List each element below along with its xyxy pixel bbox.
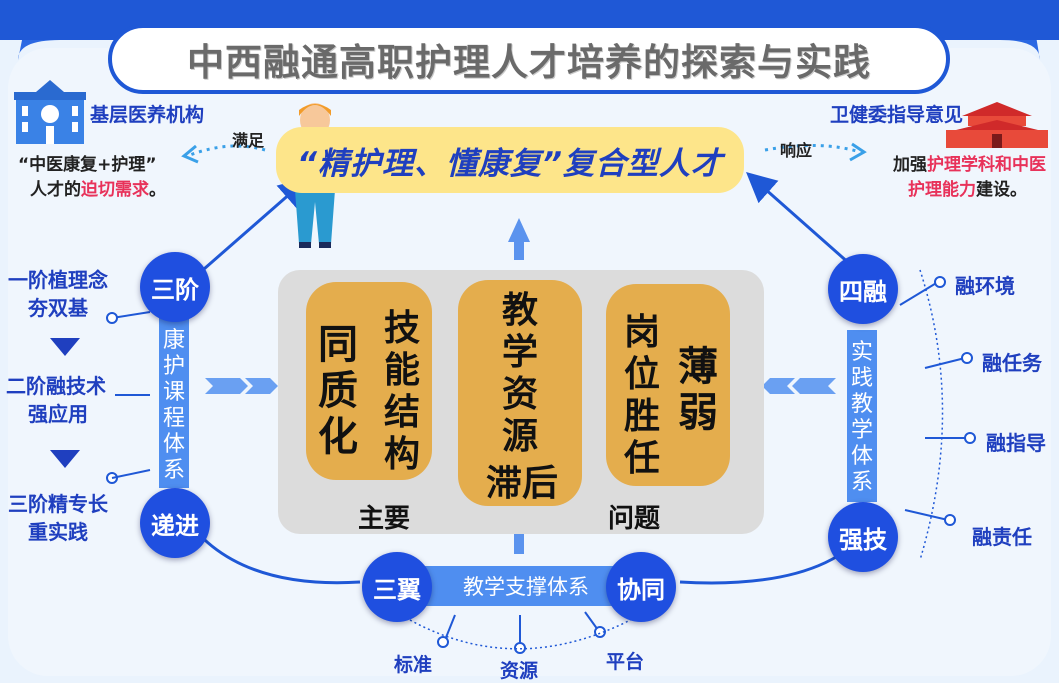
- right-item-guidance: 融指导: [986, 431, 1046, 455]
- support-system-bar: 教学支撑体系: [410, 566, 642, 606]
- tiananmen-icon: [946, 102, 1048, 148]
- strengthen-skills-circle: 强技: [828, 502, 898, 572]
- practice-system-bar: 实践教学体系: [847, 330, 877, 502]
- stage3-line-1: 三阶精专长: [8, 492, 108, 516]
- training-goal-banner: “精护理、懂康复”复合型人才: [276, 127, 744, 193]
- health-commission-label: 卫健委指导意见: [830, 104, 964, 126]
- need-line-1: “中医康复+护理”: [18, 155, 157, 175]
- stage3-line-2: 重实践: [28, 520, 88, 544]
- problem-skills-structure: 技能结构: [383, 308, 420, 475]
- problem-weak: 薄弱: [678, 344, 718, 436]
- main-label: 主要: [358, 504, 411, 534]
- progressive-circle: 递进: [140, 488, 210, 558]
- three-wings-circle: 三翼: [362, 552, 432, 622]
- collaboration-circle: 协同: [606, 552, 676, 622]
- bottom-item-standards: 标准: [394, 654, 433, 676]
- stage2-line-1: 二阶融技术: [6, 374, 106, 398]
- right-item-responsibility: 融责任: [972, 525, 1032, 549]
- stage2-line-2: 强应用: [28, 402, 88, 426]
- guidance-line-1: 加强护理学科和中医: [893, 155, 1046, 175]
- stage1-line-2: 夯双基: [28, 296, 88, 320]
- problem-homogenization: 同质化: [318, 322, 358, 460]
- title-banner: 中西融通高职护理人才培养的探索与实践: [108, 24, 950, 94]
- bottom-item-resources: 资源: [500, 660, 539, 682]
- problem-teaching-resources: 教学资源: [501, 290, 538, 457]
- guidance-line-2: 护理能力建设。: [908, 180, 1027, 200]
- hospital-building-icon: [14, 80, 86, 144]
- right-item-tasks: 融任务: [982, 351, 1042, 375]
- goal-text: “精护理、懂康复”复合型人才: [297, 145, 723, 182]
- problem-post-competency: 岗位胜任: [623, 312, 660, 479]
- problem-pill-skills: [306, 282, 432, 480]
- stage1-line-1: 一阶植理念: [8, 268, 108, 292]
- problem-pill-resources: [458, 280, 582, 506]
- curriculum-system-bar: 康护课程体系: [159, 316, 189, 488]
- problem-lagging: 滞后: [485, 463, 558, 504]
- satisfy-label: 满足: [232, 131, 265, 150]
- need-line-2: 人才的迫切需求。: [30, 180, 166, 200]
- right-item-environment: 融环境: [955, 274, 1015, 298]
- respond-label: 响应: [780, 141, 813, 160]
- four-integration-circle: 四融: [828, 254, 898, 324]
- problems-label: 问题: [608, 504, 661, 534]
- bottom-item-platform: 平台: [606, 651, 645, 673]
- grassroots-org-label: 基层医养机构: [90, 104, 205, 126]
- problem-pill-competency: [606, 284, 730, 486]
- page-title: 中西融通高职护理人才培养的探索与实践: [187, 41, 871, 84]
- three-stage-circle: 三阶: [140, 252, 210, 322]
